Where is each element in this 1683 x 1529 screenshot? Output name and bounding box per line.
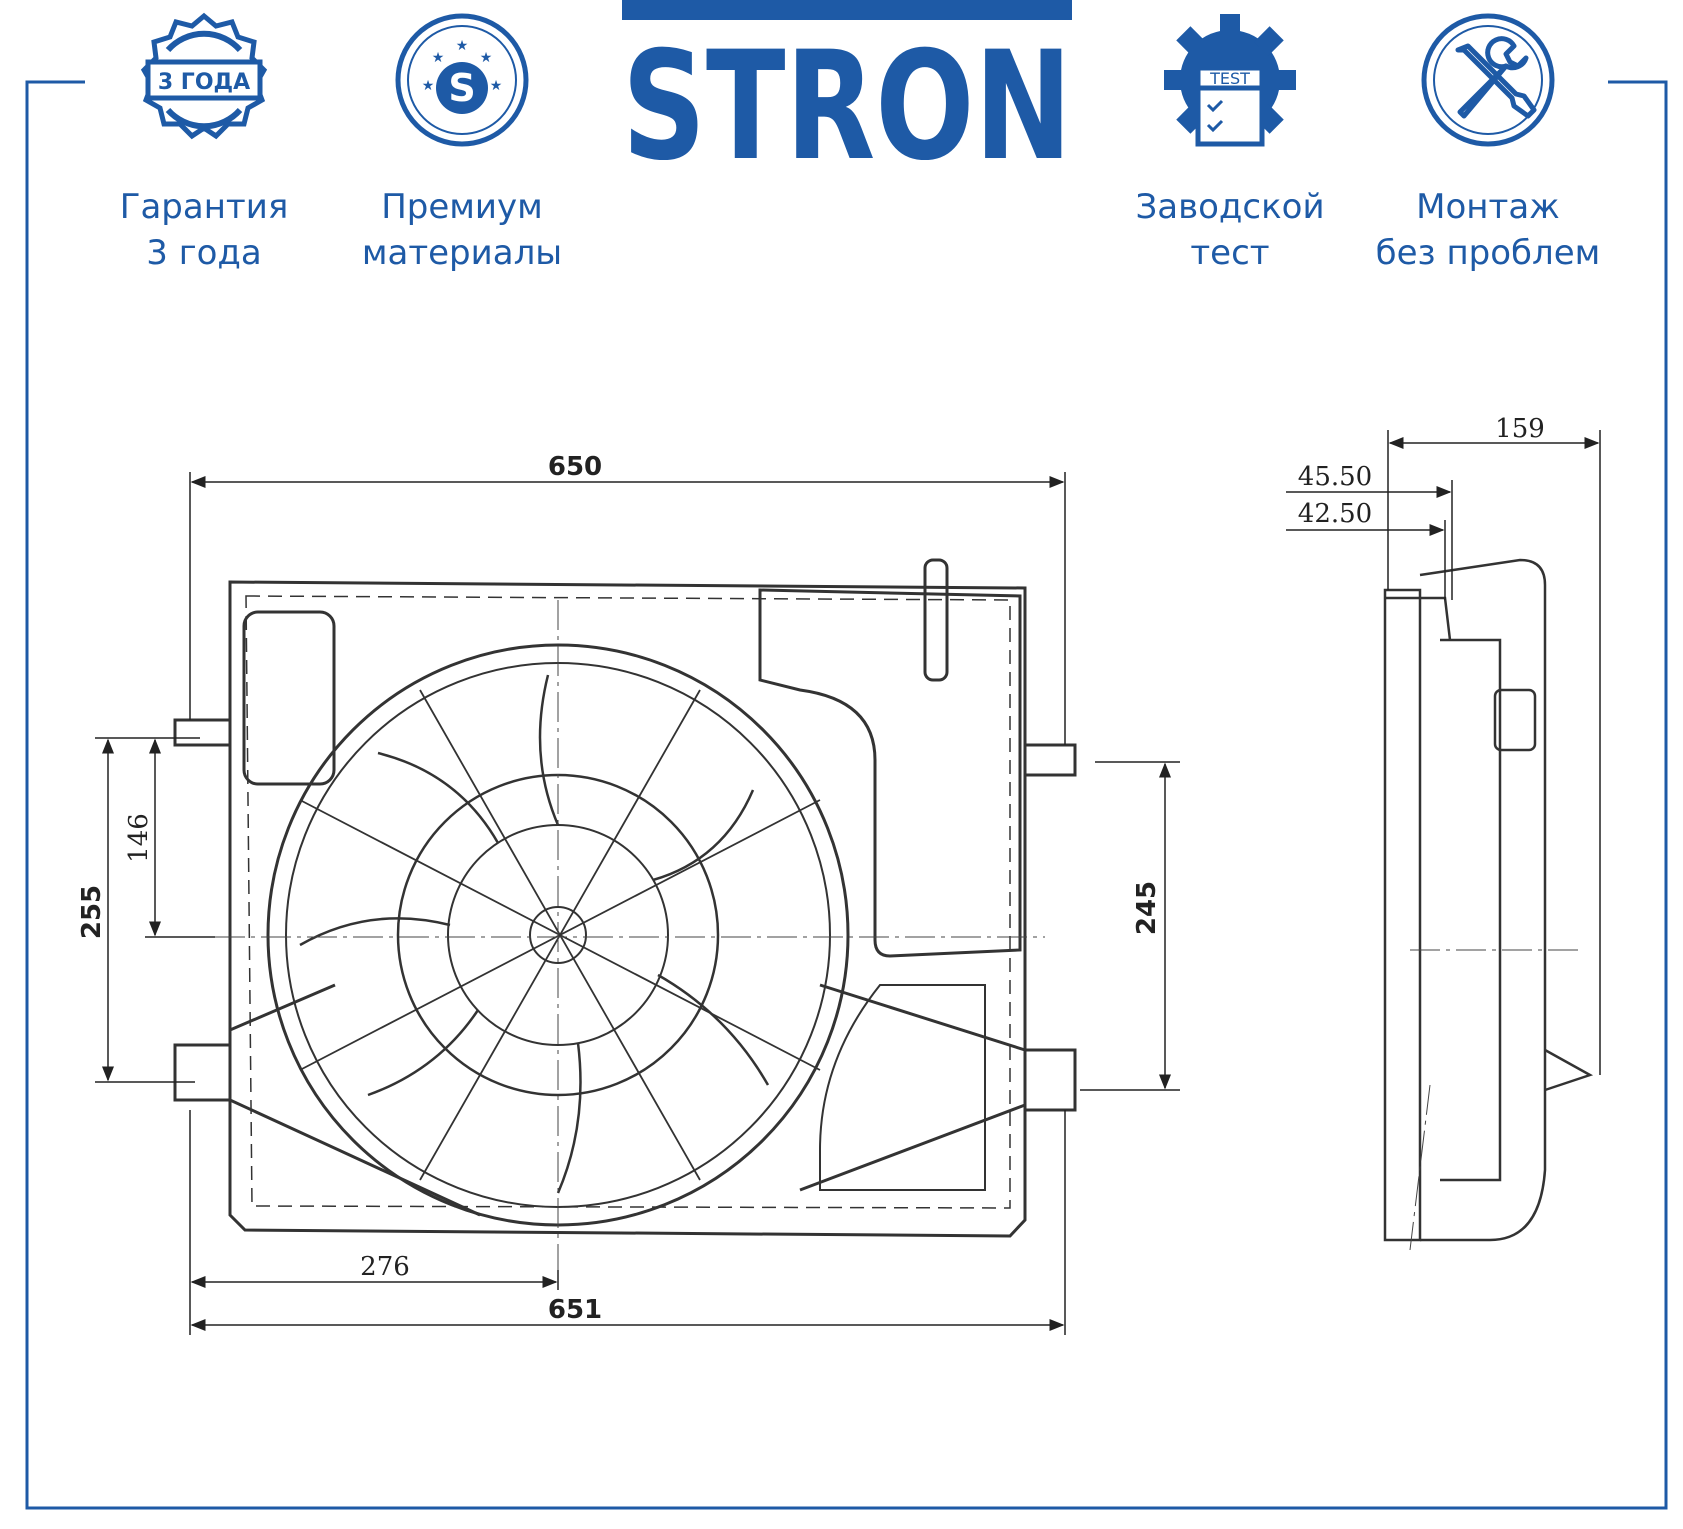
dim-bottom-width: 651 (548, 1295, 602, 1325)
badge-factory-test: TEST Заводской тест (1120, 10, 1340, 276)
dim-left-height: 255 (77, 885, 107, 939)
page-frame (25, 80, 1668, 1510)
badge-installation: Монтаж без проблем (1368, 10, 1608, 276)
premium-line2: материалы (361, 233, 563, 273)
dim-side-offset-1: 45.50 (1298, 462, 1372, 492)
warranty-line1: Гарантия (119, 187, 289, 227)
dim-side-offset-2: 42.50 (1298, 499, 1372, 529)
dim-left-inner-height: 146 (124, 813, 154, 863)
warranty-seal-text: 3 ГОДА (158, 70, 250, 95)
warranty-line2: 3 года (146, 233, 262, 273)
dim-top-width: 650 (548, 452, 602, 482)
factory-test-line1: Заводской (1135, 187, 1325, 227)
wrench-screwdriver-icon (1421, 13, 1555, 147)
premium-line1: Премиум (381, 187, 543, 227)
dim-right-height: 245 (1132, 881, 1162, 935)
svg-text:★: ★ (456, 38, 469, 54)
premium-s-letter: S (448, 66, 475, 110)
badge-premium: S ★ ★ ★ ★ ★ Премиум материалы (350, 10, 574, 276)
installation-line1: Монтаж (1416, 187, 1560, 227)
badge-warranty: 3 ГОДА Гарантия 3 года (104, 10, 304, 276)
dim-side-depth: 159 (1495, 414, 1545, 444)
warranty-seal-icon: 3 ГОДА (140, 12, 268, 140)
dim-left-offset: 276 (360, 1252, 410, 1282)
fan-shroud-side-view (1383, 558, 1594, 1242)
stron-logo: STRON (622, 0, 1072, 160)
factory-test-text: TEST (1209, 69, 1250, 88)
premium-s-icon: S ★ ★ ★ ★ ★ (395, 13, 529, 147)
factory-test-gear-icon: TEST (1164, 14, 1296, 147)
svg-text:★: ★ (432, 50, 445, 66)
fan-shroud-front-view (173, 558, 1077, 1238)
centerlines (215, 600, 1045, 1270)
svg-text:★: ★ (490, 78, 503, 94)
svg-text:★: ★ (422, 78, 435, 94)
installation-line2: без проблем (1375, 233, 1601, 273)
factory-test-line2: тест (1190, 233, 1270, 273)
dimension-lines (95, 472, 1180, 1335)
svg-text:★: ★ (480, 50, 493, 66)
brand-name: STRON (622, 20, 1072, 160)
